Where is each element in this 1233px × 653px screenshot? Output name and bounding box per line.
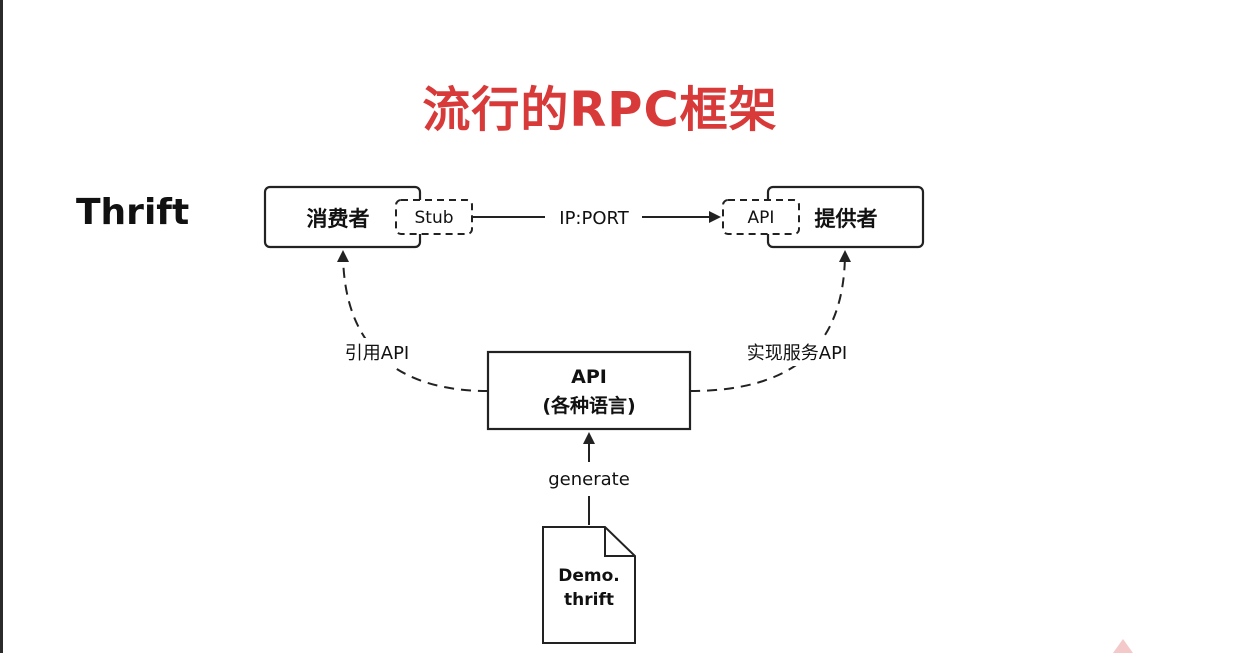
provider-api-node: API <box>722 199 800 235</box>
api-line1: API <box>571 366 607 388</box>
provider-api-label: API <box>748 208 775 228</box>
ip-port-label: IP:PORT <box>559 208 629 229</box>
thrift-file-node: Demo. thrift <box>542 526 636 644</box>
file-line2: thrift <box>564 590 614 610</box>
stub-node: Stub <box>395 199 473 235</box>
file-fold-icon <box>604 527 635 557</box>
reference-api-edge: 引用API <box>330 250 489 392</box>
corner-logo-icon <box>1113 639 1133 653</box>
consumer-label: 消费者 <box>307 207 370 231</box>
api-line2: (各种语言) <box>542 394 635 417</box>
implement-api-label: 实现服务API <box>747 343 847 364</box>
stub-label: Stub <box>414 208 453 228</box>
window-edge <box>0 0 3 653</box>
provider-label: 提供者 <box>815 207 878 231</box>
generate-edge: generate <box>548 432 630 525</box>
implement-api-edge: 实现服务API <box>689 250 862 392</box>
ip-port-edge: IP:PORT <box>472 208 721 229</box>
generate-label: generate <box>548 469 630 490</box>
file-line1: Demo. <box>558 566 620 586</box>
framework-name: Thrift <box>76 192 190 233</box>
reference-api-label: 引用API <box>345 343 409 364</box>
slide-title: 流行的RPC框架 <box>422 82 778 138</box>
api-node: API (各种语言) <box>486 350 692 431</box>
